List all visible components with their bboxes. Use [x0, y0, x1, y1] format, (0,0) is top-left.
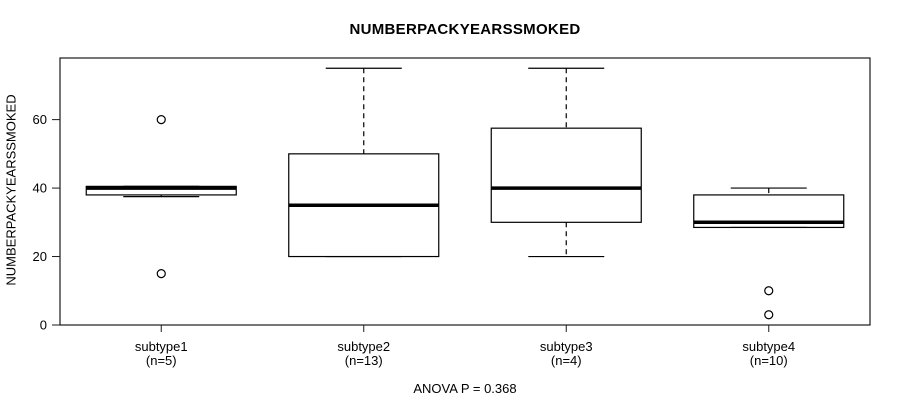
- x-group-label: subtype2: [337, 339, 390, 354]
- y-tick-label: 60: [33, 112, 47, 127]
- x-group-sublabel: (n=10): [750, 353, 788, 368]
- x-group-sublabel: (n=13): [345, 353, 383, 368]
- y-tick-label: 40: [33, 181, 47, 196]
- outlier-point: [156, 269, 166, 279]
- y-tick-label: 20: [33, 249, 47, 264]
- x-group-label: subtype3: [540, 339, 593, 354]
- chart-title: NUMBERPACKYEARSSMOKED: [349, 21, 581, 38]
- x-group-sublabel: (n=5): [146, 353, 177, 368]
- box-iqr: [490, 127, 642, 223]
- x-group-label: subtype4: [742, 339, 795, 354]
- y-tick-label: 0: [40, 318, 47, 333]
- outlier-point: [156, 115, 166, 125]
- x-group-label: subtype1: [135, 339, 188, 354]
- x-group-sublabel: (n=4): [551, 353, 582, 368]
- outlier-point: [764, 286, 774, 296]
- anova-caption: ANOVA P = 0.368: [413, 381, 517, 396]
- outlier-point: [764, 310, 774, 320]
- plot-border: [59, 57, 871, 326]
